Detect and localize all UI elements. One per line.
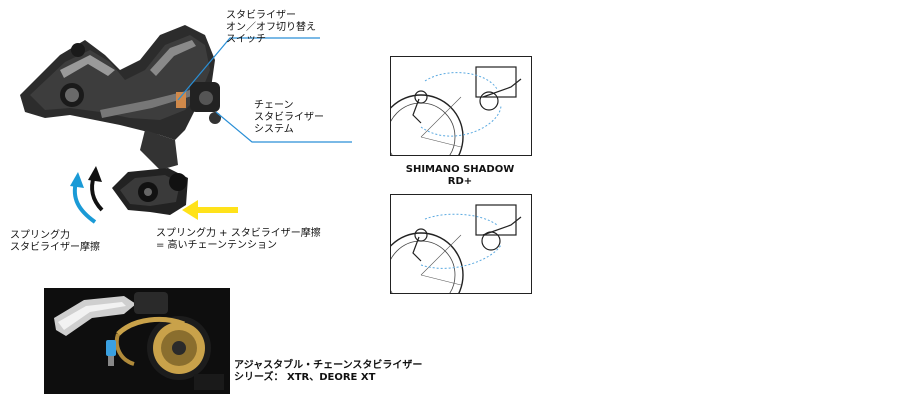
- adjustable-stabilizer-photo: [44, 288, 230, 394]
- stabilizer-switch-label: スタビライザー オン／オフ切り替え スイッチ: [226, 10, 316, 45]
- rear-derailleur-illustration: [20, 25, 352, 224]
- shadow-rd-panel-top: [390, 56, 532, 156]
- chain-stabilizer-label: チェーン スタビライザー システム: [254, 100, 324, 135]
- high-tension-label: スプリング力 + スタビライザー摩擦 = 高いチェーンテンション: [156, 228, 321, 251]
- spring-force-label: スプリング力 スタビライザー摩擦: [10, 230, 100, 253]
- shadow-rd-panel-bottom: [390, 194, 532, 294]
- shadow-caption: SHIMANO SHADOW RD+: [405, 164, 515, 187]
- adjustable-stabilizer-label: アジャスタブル・チェーンスタビライザー シリーズ： XTR、DEORE XT: [234, 360, 423, 383]
